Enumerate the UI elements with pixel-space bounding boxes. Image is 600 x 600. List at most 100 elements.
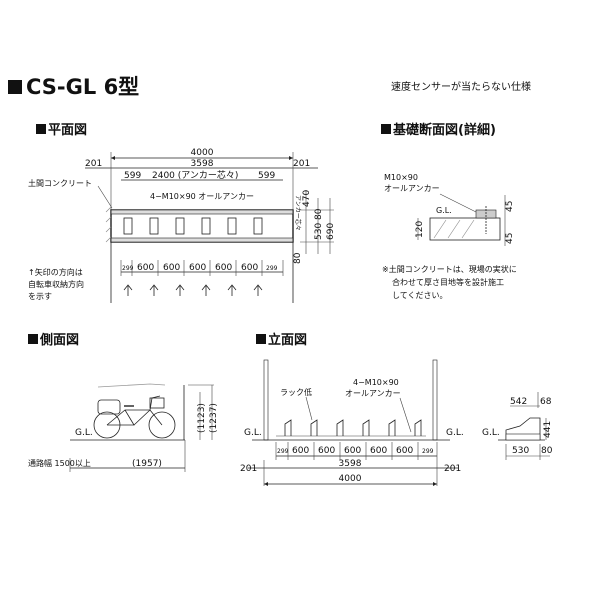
bike-child-seat [97, 399, 121, 415]
elevation-bottom-dim: 600 [370, 446, 387, 456]
foundation-note-2: 合わせて厚さ目地等を設計施工 [392, 277, 504, 287]
elevation-side-left: 201 [240, 464, 257, 474]
foundation-anchor-label-2: オールアンカー [384, 184, 440, 193]
plan-anchor-pitch-dim: 2400 (アンカー芯々) [152, 169, 238, 181]
plan-arrow-note-2: 自転車収納方向 [28, 279, 84, 289]
elevation-anchor-callout-2: オールアンカー [345, 389, 401, 398]
plan-arrow-note-1: ↑矢印の方向は [28, 267, 83, 277]
plan-arrow-note-3: を示す [28, 292, 52, 301]
plan-pitch-right-dim: 599 [258, 171, 275, 181]
plan-anchor-small: アンカー芯々 [294, 195, 302, 231]
elevation-bottom-dim: 600 [396, 446, 413, 456]
elevation-left-post [263, 359, 269, 441]
plan-bottom-dim: 600 [137, 263, 154, 273]
plan-rack-beam [110, 209, 294, 215]
elevation-view: 立面図 ラック低 4−M10×90 オールアンカー G.L. G.L. 299 [240, 332, 464, 486]
plan-bike-slot [123, 217, 133, 235]
side-gl: G.L. [75, 428, 93, 438]
elevation-inner-dim: 3598 [339, 459, 362, 469]
elevation-heading-mark [256, 334, 266, 344]
side-dim-b: (1237) [209, 403, 219, 433]
plan-heading: 平面図 [48, 123, 87, 138]
plan-side-left-dim: 201 [85, 159, 102, 169]
up-arrow-icon [123, 284, 133, 296]
elevation-gl-right: G.L. [446, 428, 464, 438]
plan-bike-slot [201, 217, 211, 235]
bike-front-basket [149, 397, 165, 409]
elevation-rack-hoops [284, 419, 422, 436]
rack-hoop [284, 419, 292, 436]
side-bike-ghost [97, 383, 166, 388]
elevation-rack-low: ラック低 [280, 387, 312, 397]
plan-concrete-leader [97, 185, 113, 209]
detail-rack-profile [505, 417, 541, 440]
up-arrow-icon [175, 284, 185, 296]
elevation-side-right: 201 [444, 464, 461, 474]
detail-dim-542: 542 [510, 397, 527, 407]
rack-hoop [336, 419, 344, 436]
plan-concrete-label: 土間コンクリート [28, 178, 92, 188]
elevation-gl-left: G.L. [244, 428, 262, 438]
plan-inner-dim: 3598 [191, 159, 214, 169]
plan-view: 平面図 4000 3598 201 201 599 2400 (アンカー芯々) … [28, 123, 336, 303]
plan-side-right-dim: 201 [293, 159, 310, 169]
foundation-section: 基礎断面図(詳細) M10×90 オールアンカー G.L. 120 45 45 … [381, 122, 517, 300]
foundation-note-3: してください。 [392, 291, 448, 300]
plan-pitch-left-dim: 599 [124, 171, 141, 181]
plan-bottom-dim: 600 [163, 263, 180, 273]
foundation-hatch [433, 219, 447, 239]
rack-hoop [414, 419, 422, 436]
side-heading-mark [28, 334, 38, 344]
foundation-hatch [447, 219, 461, 239]
foundation-anchor-label-1: M10×90 [384, 173, 418, 182]
foundation-dim-top: 45 [505, 201, 515, 212]
elevation-anchor-leader [399, 397, 412, 433]
plan-bike-slot [175, 217, 185, 235]
foundation-dim-bottom: 45 [505, 233, 515, 244]
detail-dim-80: 80 [541, 446, 553, 456]
foundation-slab [429, 217, 501, 241]
front-wheel [148, 411, 176, 439]
plan-heading-mark [36, 124, 46, 134]
up-arrow-icon [149, 284, 159, 296]
rack-side-detail: G.L. 542 68 441 530 80 [482, 392, 553, 460]
plan-bottom-dim: 299 [266, 265, 278, 272]
plan-bike-slot [253, 217, 263, 235]
detail-dim-530: 530 [512, 446, 529, 456]
detail-gl: G.L. [482, 428, 500, 438]
elevation-bottom-dim: 299 [277, 448, 289, 455]
plan-bike-slot [227, 217, 237, 235]
plan-bottom-dim: 600 [189, 263, 206, 273]
elevation-bottom-dim: 600 [344, 446, 361, 456]
plan-hatch [105, 226, 112, 233]
elevation-right-post [432, 359, 438, 441]
plan-bottom-dim: 600 [215, 263, 232, 273]
bike-frame [106, 409, 163, 426]
plan-rack-base [110, 237, 294, 243]
plan-right-dim-690: 690 [326, 223, 336, 240]
foundation-hatch [461, 219, 475, 239]
foundation-note-1: ※土間コンクリートは、現場の実状に [382, 264, 517, 274]
foundation-heading-mark [381, 124, 391, 134]
side-length-dim: (1957) [132, 459, 162, 469]
up-arrow-icon [227, 284, 237, 296]
title-square-mark [8, 80, 22, 94]
side-view: 側面図 (1123) (1237) G.L. 通路幅 1500以上 (1957) [28, 332, 219, 472]
plan-bike-slots [123, 217, 263, 235]
plan-hatch [105, 236, 112, 243]
elevation-bottom-dim: 299 [422, 448, 434, 455]
elevation-overall-dim: 4000 [339, 474, 362, 484]
up-arrow-icon [201, 284, 211, 296]
plan-bottom-dim: 600 [241, 263, 258, 273]
rack-hoop [388, 419, 396, 436]
rack-hoop [310, 419, 318, 436]
plan-right-dim-470: 470 [302, 190, 312, 207]
detail-dim-68: 68 [540, 397, 552, 407]
detail-dim-441: 441 [543, 421, 553, 438]
rack-hoop [362, 419, 370, 436]
plan-right-dim-530: 530 [314, 223, 324, 240]
side-dim-a: (1123) [197, 403, 207, 433]
plan-right-dim-80a: 80 [314, 208, 324, 220]
elevation-anchor-callout-1: 4−M10×90 [353, 378, 399, 387]
